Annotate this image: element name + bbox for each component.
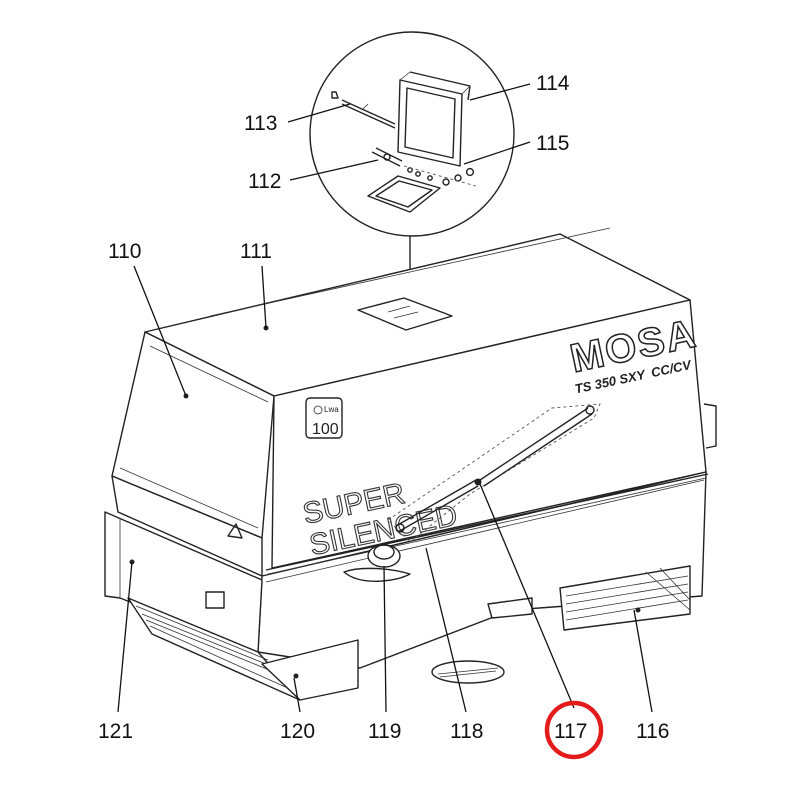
leader-110	[133, 265, 187, 397]
leader-115	[463, 141, 531, 165]
vent-grille-part-116	[559, 565, 691, 631]
highlight-ring-117	[544, 700, 604, 760]
callout-110: 110	[108, 240, 141, 263]
callout-labels: 110 111 112 113 114 115 116 117 118 119 …	[98, 72, 669, 743]
leader-111	[261, 265, 267, 329]
leader-118	[425, 547, 467, 713]
callout-111: 111	[240, 240, 272, 263]
callout-120: 120	[280, 720, 315, 743]
leader-114	[469, 83, 531, 101]
leader-117	[479, 483, 575, 709]
access-lid-plate	[367, 175, 441, 213]
detail-circle	[309, 31, 515, 237]
callout-114: 114	[536, 72, 570, 95]
callout-118: 118	[450, 720, 483, 743]
callout-117: 117	[554, 720, 587, 743]
base-block-part-120	[261, 639, 359, 701]
leader-113	[287, 103, 351, 123]
warning-triangle-icon	[227, 523, 243, 539]
callout-113: 113	[244, 112, 277, 135]
leader-lines	[117, 83, 653, 713]
generator-canopy	[104, 227, 717, 701]
top-access-hatch	[357, 297, 453, 331]
gas-strut-part-117	[387, 403, 601, 543]
noise-level-badge: Lwa 100	[305, 397, 343, 439]
latch-part-112	[371, 147, 403, 167]
detail-inset	[309, 31, 515, 237]
seal-strip-part-118	[431, 660, 505, 684]
fasteners-part-115	[403, 165, 477, 187]
leader-116	[633, 609, 653, 713]
callout-121: 121	[98, 720, 133, 743]
badge-value-text: 100	[312, 421, 339, 438]
callout-112: 112	[248, 170, 281, 193]
callout-119: 119	[368, 720, 401, 743]
side-panel-plate	[205, 591, 225, 609]
hinge-pin-part-113	[331, 91, 396, 129]
leader-120	[293, 677, 301, 713]
callout-115: 115	[536, 132, 569, 155]
leader-119	[383, 565, 387, 713]
leader-112	[289, 159, 379, 181]
leader-121	[117, 561, 133, 713]
callout-116: 116	[636, 720, 669, 743]
gasket-frame-part-114	[397, 71, 471, 167]
badge-unit-text: Lwa	[324, 405, 339, 414]
